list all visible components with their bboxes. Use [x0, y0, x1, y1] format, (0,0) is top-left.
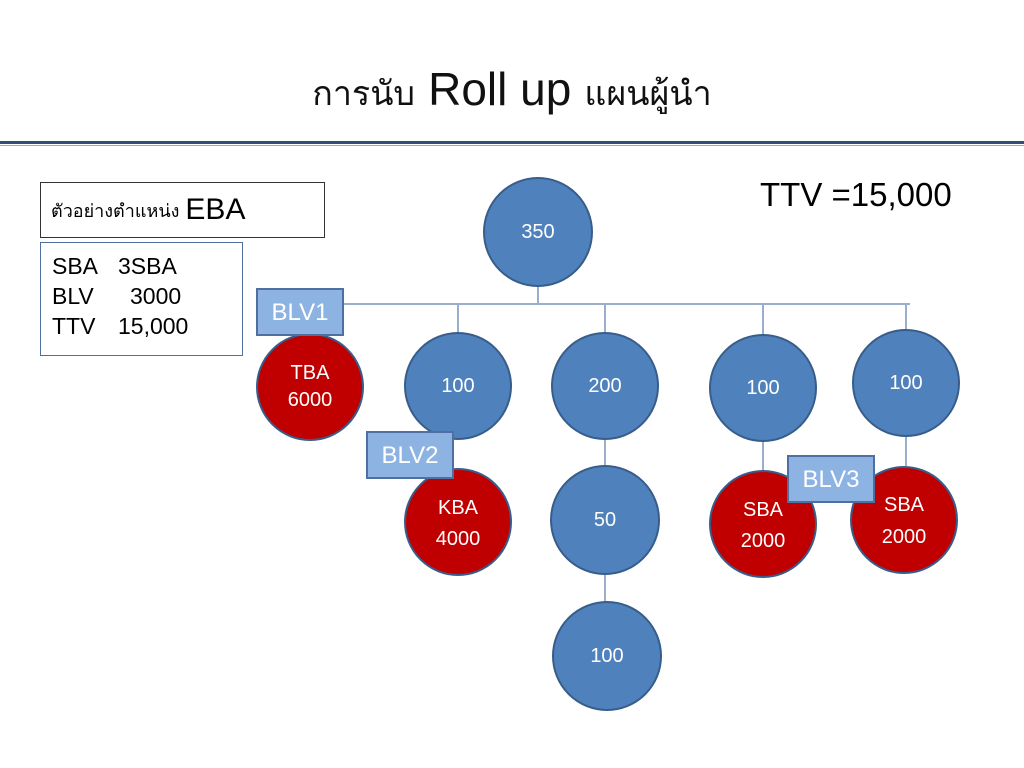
label-blv1: BLV1 — [256, 288, 344, 336]
info-key: BLV — [52, 283, 94, 309]
label-blv2-box — [366, 431, 454, 479]
label-blv3-text: BLV3 — [803, 466, 860, 493]
info-row-sba: SBA 3SBA — [52, 251, 242, 281]
node-tba: TBA 6000 — [256, 333, 364, 441]
node-n50: 50 — [550, 465, 660, 575]
node-tba-line2: 6000 — [288, 389, 333, 411]
node-n100c-circle — [852, 329, 960, 437]
node-n200-text: 200 — [588, 375, 621, 397]
node-kba-line2: 4000 — [436, 528, 481, 550]
node-n100b: 100 — [709, 334, 817, 442]
node-n200-circle — [551, 332, 659, 440]
label-blv2: BLV2 — [366, 431, 454, 479]
example-position-code: EBA — [185, 193, 246, 226]
node-n100c-text: 100 — [889, 372, 922, 394]
node-kba-line1: KBA — [438, 497, 479, 519]
title-rule — [0, 141, 1024, 144]
node-n100d: 100 — [552, 601, 662, 711]
node-n200: 200 — [551, 332, 659, 440]
node-n100a: 100 — [404, 332, 512, 440]
node-sba2-line1: SBA — [884, 494, 925, 516]
ttv-total: TTV =15,000 — [760, 176, 952, 213]
label-blv1-text: BLV1 — [272, 299, 329, 326]
info-row-ttv: TTV 15,000 — [52, 311, 242, 341]
title-roll-up: Roll up — [428, 63, 572, 115]
title-thai-right: แผนผู้นำ — [584, 74, 712, 114]
node-n100b-text: 100 — [746, 377, 779, 399]
node-n100d-circle — [552, 601, 662, 711]
info-key: TTV — [52, 313, 96, 339]
example-position-box: ตัวอย่างตำแหน่ง EBA — [40, 182, 325, 238]
slide-title: การนับ Roll up แผนผู้นำ — [0, 62, 1024, 132]
info-value: 3SBA — [118, 253, 177, 279]
node-root-circle — [483, 177, 593, 287]
label-blv3: BLV3 — [787, 455, 875, 503]
node-kba: KBA 4000 — [404, 468, 512, 576]
node-n50-circle — [550, 465, 660, 575]
title-thai-left: การนับ — [312, 74, 416, 114]
label-blv1-box — [256, 288, 344, 336]
node-root: 350 — [483, 177, 593, 287]
label-blv3-box — [787, 455, 875, 503]
info-value: 15,000 — [118, 313, 189, 339]
node-sba2-line2: 2000 — [882, 526, 927, 548]
label-blv2-text: BLV2 — [382, 442, 439, 469]
node-kba-circle — [404, 468, 512, 576]
node-sba2: SBA 2000 — [850, 466, 958, 574]
node-sba2-circle — [850, 466, 958, 574]
title-rule-thin — [0, 145, 1024, 146]
node-tba-circle — [256, 333, 364, 441]
node-n100a-circle — [404, 332, 512, 440]
node-n50-text: 50 — [594, 509, 616, 531]
info-key: SBA — [52, 253, 99, 279]
node-n100d-text: 100 — [590, 645, 623, 667]
node-n100b-circle — [709, 334, 817, 442]
info-row-blv: BLV 3000 — [52, 281, 242, 311]
node-sba1-line2: 2000 — [741, 530, 786, 552]
node-root-text: 350 — [521, 221, 554, 243]
node-n100c: 100 — [852, 329, 960, 437]
info-value: 3000 — [130, 283, 182, 309]
example-position-label: ตัวอย่างตำแหน่ง — [51, 200, 180, 222]
node-sba1-line1: SBA — [743, 499, 784, 521]
info-box: SBA 3SBA BLV 3000 TTV 15,000 — [40, 242, 243, 356]
node-tba-line1: TBA — [291, 362, 331, 384]
node-n100a-text: 100 — [441, 375, 474, 397]
